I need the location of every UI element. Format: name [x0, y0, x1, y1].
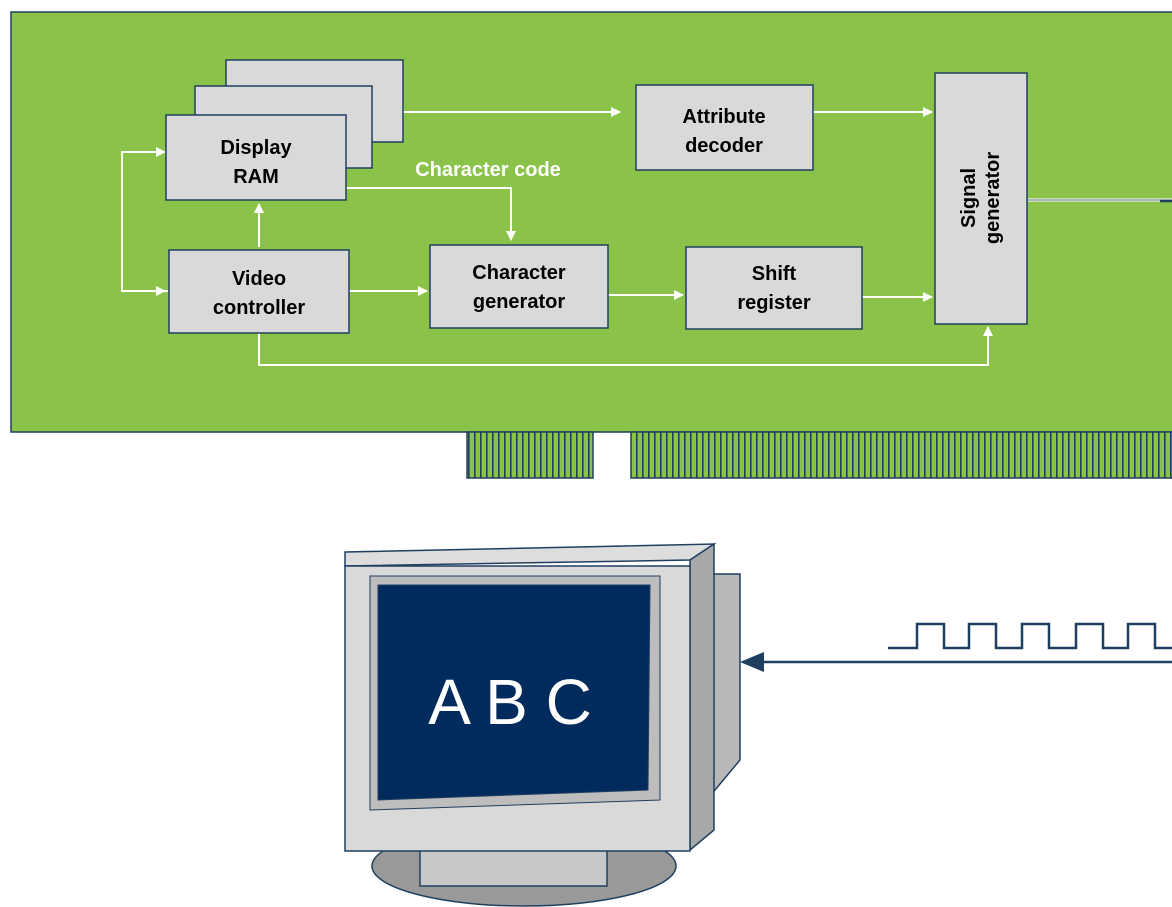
- character-generator-block: Character generator: [429, 244, 609, 329]
- signal-input-arrow: [740, 652, 1172, 672]
- attribute-decoder-label-1: Attribute: [682, 106, 765, 128]
- screen-text: A B C: [428, 666, 592, 738]
- monitor-top: [344, 543, 717, 567]
- character-generator-label-2: generator: [473, 291, 565, 313]
- shift-register-label-2: register: [737, 292, 811, 314]
- signal-generator-label-1: Signal: [958, 168, 980, 228]
- signal-waveform: [888, 622, 1172, 650]
- character-generator-label-1: Character: [472, 262, 566, 284]
- signal-generator-block: Signal generator: [934, 72, 1028, 325]
- crt-monitor: A B C: [344, 542, 741, 907]
- attribute-decoder-label-2: decoder: [685, 135, 763, 157]
- shift-register-label-1: Shift: [752, 263, 797, 285]
- video-controller-label-2: controller: [213, 297, 305, 319]
- video-controller-label-1: Video: [232, 268, 286, 290]
- display-ram-label-2: RAM: [233, 166, 279, 188]
- character-code-label: Character code: [415, 159, 561, 181]
- attribute-decoder-block: Attribute decoder: [635, 84, 814, 171]
- display-ram-block: [165, 114, 347, 201]
- display-ram-label-1: Display: [220, 137, 292, 159]
- video-controller-block: Video controller: [168, 249, 350, 334]
- edge-connector-right: [630, 431, 1172, 479]
- signal-generator-label-2: generator: [982, 152, 1004, 244]
- shift-register-block: Shift register: [685, 246, 863, 330]
- edge-connector-left: [466, 431, 594, 479]
- monitor-side: [689, 542, 715, 852]
- display-ram-stack: Display RAM: [165, 59, 404, 201]
- connectors: [121, 107, 1172, 366]
- monitor-screen: [377, 584, 651, 801]
